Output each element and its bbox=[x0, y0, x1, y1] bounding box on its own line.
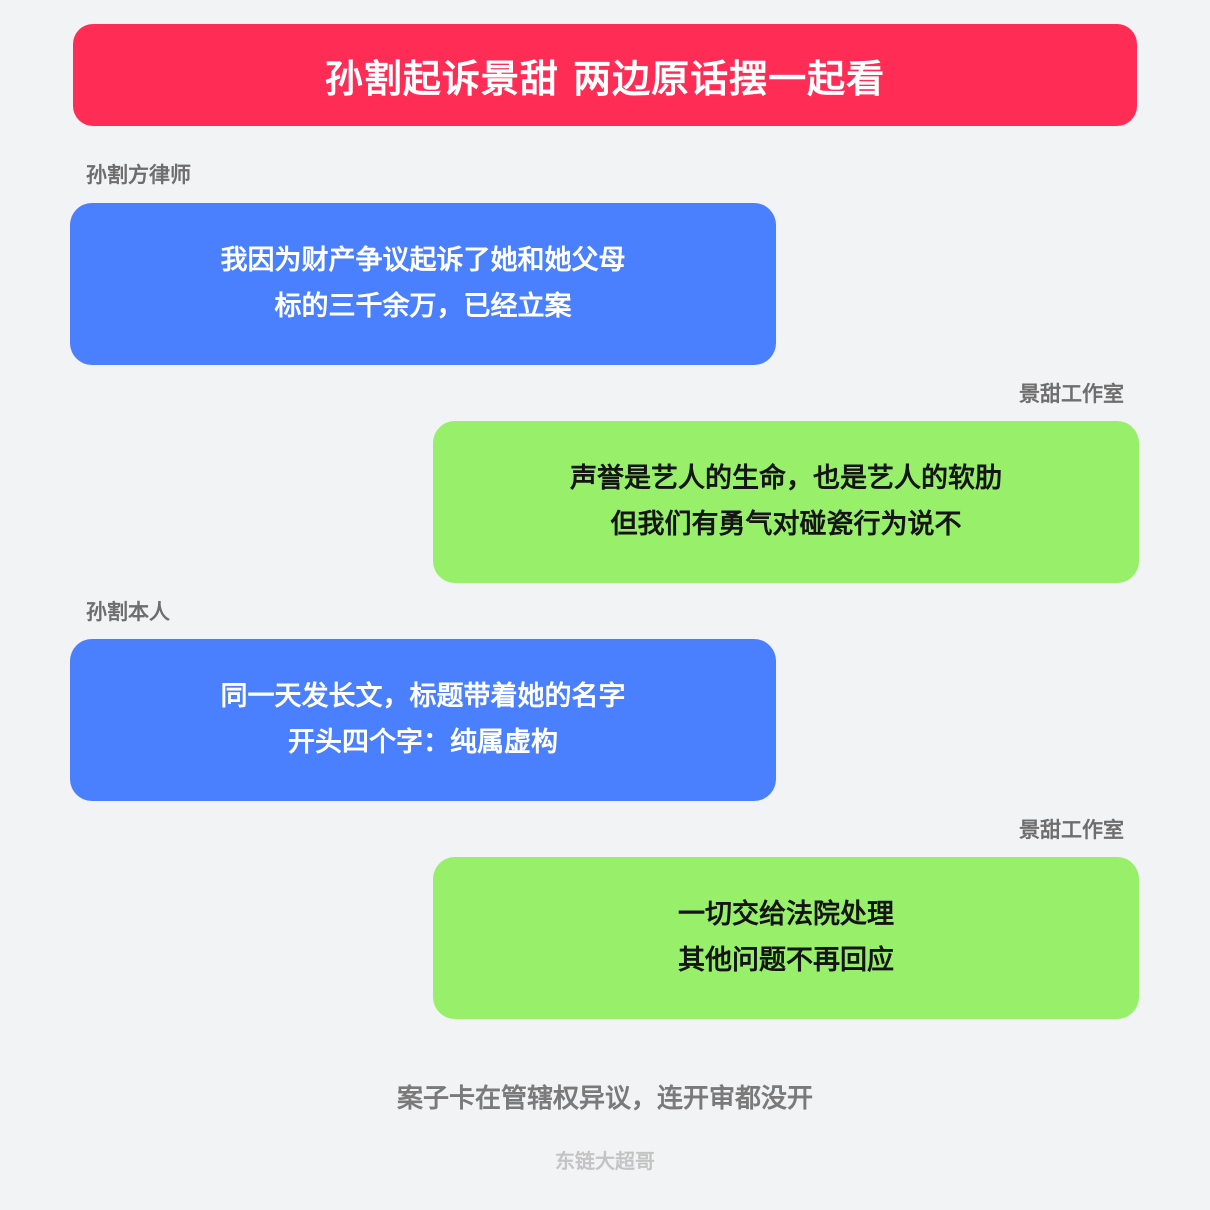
message-bubble-right: 一切交给法院处理 其他问题不再回应 bbox=[433, 857, 1139, 1019]
message-line: 但我们有勇气对碰瓷行为说不 bbox=[610, 509, 962, 540]
message-line: 我因为财产争议起诉了她和她父母 bbox=[220, 245, 626, 276]
message-line: 其他问题不再回应 bbox=[678, 945, 894, 976]
message-line: 声誉是艺人的生命，也是艺人的软肋 bbox=[570, 463, 1002, 494]
speaker-label: 景甜工作室 bbox=[1019, 818, 1124, 842]
message-line: 标的三千余万，已经立案 bbox=[274, 291, 572, 322]
speaker-label: 孙割本人 bbox=[86, 600, 170, 624]
message-line: 同一天发长文，标题带着她的名字 bbox=[220, 681, 626, 712]
message-bubble-left: 同一天发长文，标题带着她的名字 开头四个字：纯属虚构 bbox=[70, 639, 776, 801]
message-bubble-right: 声誉是艺人的生命，也是艺人的软肋 但我们有勇气对碰瓷行为说不 bbox=[433, 421, 1139, 583]
title-banner: 孙割起诉景甜 两边原话摆一起看 bbox=[73, 24, 1137, 126]
watermark: 东链大超哥 bbox=[555, 1149, 655, 1173]
speaker-label: 孙割方律师 bbox=[86, 163, 191, 187]
message-line: 一切交给法院处理 bbox=[678, 899, 894, 930]
message-bubble-left: 我因为财产争议起诉了她和她父母 标的三千余万，已经立案 bbox=[70, 203, 776, 365]
footer-caption: 案子卡在管辖权异议，连开审都没开 bbox=[396, 1084, 813, 1114]
message-line: 开头四个字：纯属虚构 bbox=[288, 727, 558, 758]
page-title: 孙割起诉景甜 两边原话摆一起看 bbox=[324, 56, 886, 101]
speaker-label: 景甜工作室 bbox=[1019, 382, 1124, 406]
